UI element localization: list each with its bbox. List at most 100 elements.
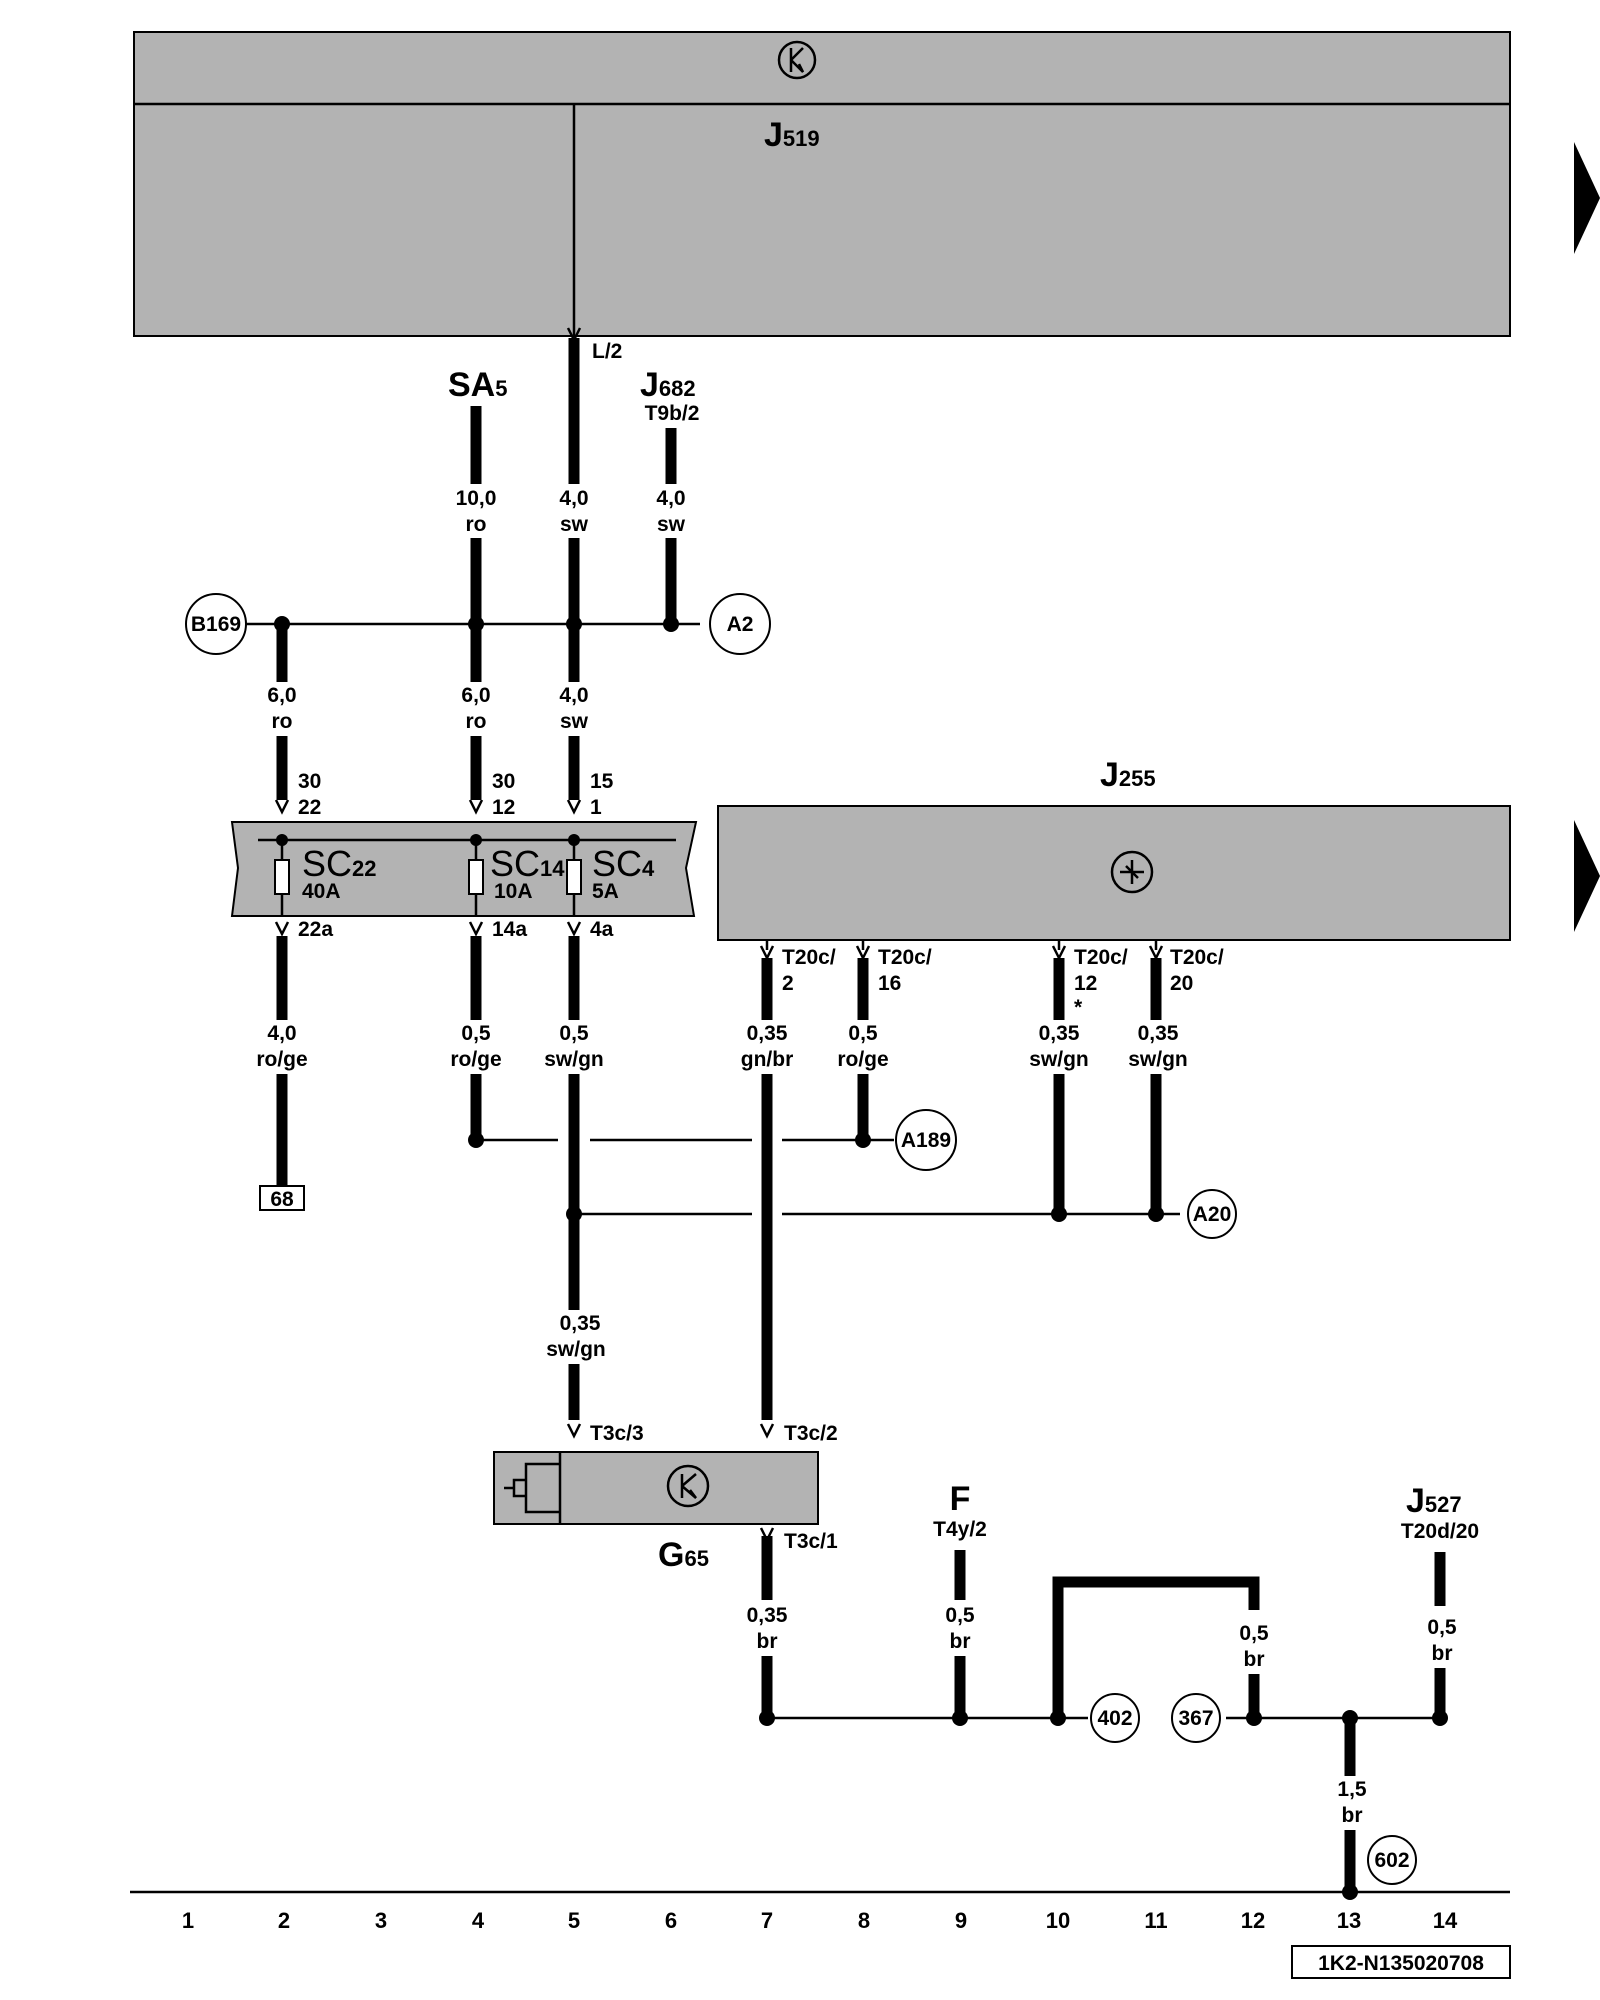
continue-arrow-icon: [1574, 142, 1600, 254]
wire-label: 4,0: [559, 684, 588, 707]
pin-label: 15: [590, 770, 614, 793]
wire-label: 6,0: [461, 684, 490, 707]
column-numbers: 1 2 3 4 5 6 7 8 9 10 11 12 13 14: [182, 1908, 1458, 1933]
column-number: 2: [278, 1908, 290, 1933]
fuse-rating: 40A: [302, 880, 341, 903]
electronic-symbol-arrow-icon: [789, 47, 805, 73]
wire-label: ro/ge: [256, 1048, 307, 1071]
wire-label: ro/ge: [837, 1048, 888, 1071]
ground-point-label: 602: [1374, 1849, 1409, 1872]
pin-label: T20c/: [1170, 946, 1224, 969]
pin-label: 2: [782, 972, 794, 995]
connector-a189: [895, 1109, 957, 1171]
pin-label: 12: [492, 796, 515, 819]
ground-point-602: [1367, 1835, 1417, 1885]
wire-label: sw/gn: [1128, 1048, 1188, 1071]
wire-label: sw: [560, 710, 589, 733]
wire-label: 0,35: [747, 1022, 788, 1045]
ground-point-367: [1171, 1693, 1221, 1743]
wire-label: ro: [466, 710, 487, 733]
wire-label: 0,35: [747, 1604, 788, 1627]
wire-label: sw: [657, 513, 686, 536]
wire-label: 0,5: [848, 1022, 878, 1045]
wire-label: 4,0: [267, 1022, 296, 1045]
pin-label: T3c/2: [784, 1422, 838, 1445]
column-number: 9: [955, 1908, 967, 1933]
sa5-label: SA5: [448, 366, 507, 404]
sensor-element-icon: [504, 1462, 560, 1514]
column-number: 8: [858, 1908, 870, 1933]
pin-label: T20c/: [1074, 946, 1128, 969]
fuse-rating: 5A: [592, 880, 619, 903]
j519-control-unit: J519: [133, 31, 1511, 337]
connector-label: B169: [191, 613, 241, 636]
wire-label: 6,0: [267, 684, 296, 707]
reference-label: 68: [270, 1188, 294, 1211]
pin-label: T20c/: [878, 946, 932, 969]
fuse-sc22-label: SC22: [302, 843, 377, 884]
pin-label: 20: [1170, 972, 1193, 995]
j527-label: J527: [1406, 1482, 1462, 1520]
wire-label: br: [1342, 1804, 1363, 1827]
wire-label: sw: [560, 513, 589, 536]
pin-label: T4y/2: [933, 1518, 987, 1541]
electronic-symbol-icon: [666, 1464, 710, 1508]
connector-a20: [1187, 1189, 1237, 1239]
wire-label: br: [950, 1630, 971, 1653]
pin-label: *: [1074, 996, 1083, 1019]
wire-label: sw/gn: [546, 1338, 606, 1361]
column-number: 7: [761, 1908, 773, 1933]
wire-label: 0,5: [945, 1604, 975, 1627]
wire-label: ro: [272, 710, 293, 733]
pin-label: 22: [298, 796, 321, 819]
fuse-holder-sc: SC22 40A SC14 10A SC4 5A: [230, 821, 698, 917]
column-number: 1: [182, 1908, 194, 1933]
f-label: F: [950, 1480, 971, 1518]
wire-label: 0,35: [1138, 1022, 1179, 1045]
wire-label: br: [1432, 1642, 1453, 1665]
diagram-code-box: [1291, 1945, 1511, 1979]
connector-label: A20: [1193, 1203, 1232, 1226]
ground-point-label: 402: [1097, 1707, 1132, 1730]
pin-label: T20c/: [782, 946, 836, 969]
column-number: 3: [375, 1908, 387, 1933]
fuse-sc4-label: SC4: [592, 843, 655, 884]
pin-label: 4a: [590, 918, 614, 941]
wire-label: br: [757, 1630, 778, 1653]
continue-arrow-icon: [1574, 820, 1600, 932]
column-number: 13: [1337, 1908, 1361, 1933]
fuse-sc14-label: SC14: [490, 843, 565, 884]
electronic-symbol-icon: [1110, 850, 1154, 894]
wire-label: 0,5: [461, 1022, 491, 1045]
ground-point-label: 367: [1178, 1707, 1213, 1730]
diagram-code: 1K2-N135020708: [1318, 1952, 1484, 1975]
column-number: 12: [1241, 1908, 1265, 1933]
wire-label: 0,35: [1039, 1022, 1080, 1045]
column-number: 6: [665, 1908, 677, 1933]
fuse-sc22-icon: [274, 859, 290, 895]
wire-label: 1,5: [1337, 1778, 1367, 1801]
wire-label: 0,35: [560, 1312, 601, 1335]
pin-label: 22a: [298, 918, 333, 941]
pin-label: T3c/3: [590, 1422, 644, 1445]
pin-label: L/2: [592, 340, 622, 363]
g65-label: G65: [658, 1536, 709, 1574]
electronic-symbol-icon: [777, 40, 817, 80]
fuse-rating: 10A: [494, 880, 533, 903]
column-number: 5: [568, 1908, 580, 1933]
connector-a2: [709, 593, 771, 655]
column-number: 14: [1433, 1908, 1458, 1933]
pin-label: 30: [492, 770, 515, 793]
fuse-sc4-icon: [566, 859, 582, 895]
connector-label: A2: [727, 613, 754, 636]
wire-label: 4,0: [656, 487, 685, 510]
column-number: 11: [1144, 1908, 1167, 1933]
wire-label: gn/br: [741, 1048, 794, 1071]
electronic-symbol-arrow-icon: [1120, 860, 1144, 884]
j682-label: J682: [640, 366, 696, 404]
pin-label: 14a: [492, 918, 527, 941]
pin-label: T9b/2: [645, 402, 700, 425]
pin-label: 12: [1074, 972, 1097, 995]
pin-label: 1: [590, 796, 602, 819]
